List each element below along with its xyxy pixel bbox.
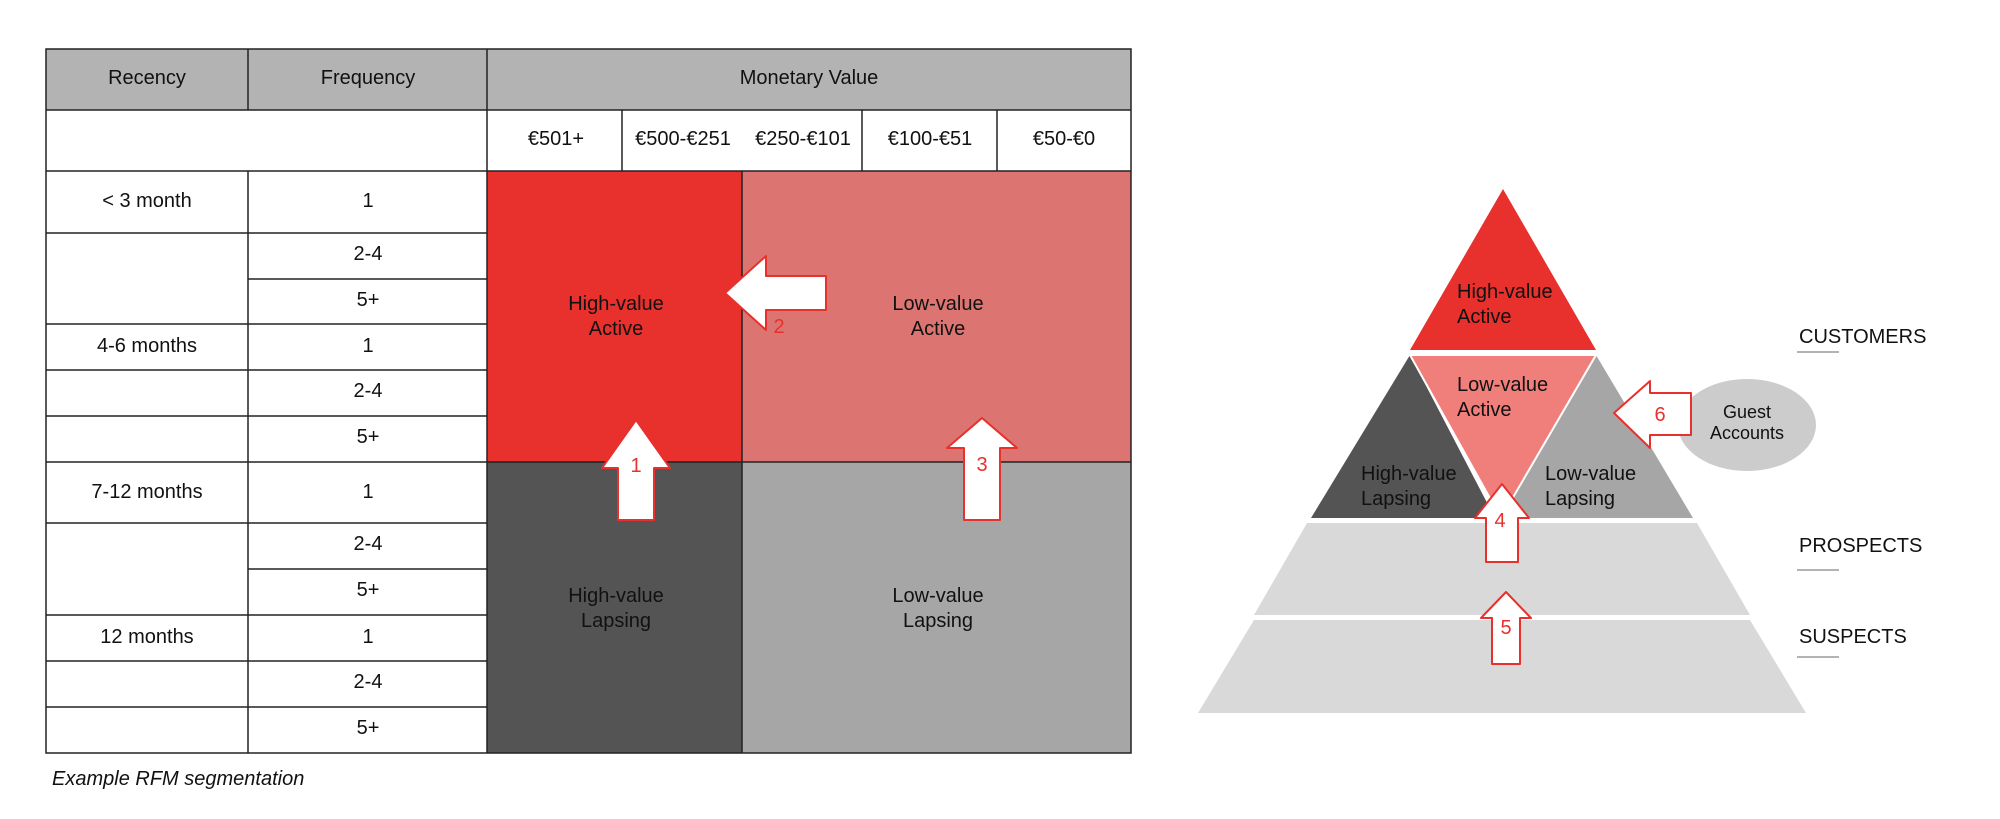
frequency-label: 1 xyxy=(362,481,373,503)
tier-label-prospects: PROSPECTS xyxy=(1799,535,1922,557)
high-value-active-block xyxy=(487,171,742,462)
recency-label: < 3 month xyxy=(102,190,192,212)
frequency-label: 2-4 xyxy=(354,243,383,265)
up-arrow-icon xyxy=(1480,591,1532,665)
frequency-label: 1 xyxy=(362,190,373,212)
frequency-label: 1 xyxy=(362,626,373,648)
pyramid-top-line2: Active xyxy=(1457,306,1511,328)
up-arrow-icon xyxy=(1474,483,1530,563)
arrow-number: 1 xyxy=(630,455,641,477)
frequency-label: 1 xyxy=(362,335,373,357)
arrow-number: 2 xyxy=(773,316,784,338)
recency-label: 12 months xyxy=(100,626,193,648)
frequency-labels: 1 2-4 5+ 1 2-4 5+ 1 2-4 5+ 1 2-4 5+ xyxy=(354,190,383,739)
monetary-bucket-5: €50-€0 xyxy=(1033,128,1095,150)
low-value-lapsing-line1: Low-value xyxy=(892,585,983,607)
table-grid xyxy=(45,48,1132,754)
arrow-number: 6 xyxy=(1654,404,1665,426)
recency-label: 7-12 months xyxy=(91,481,202,503)
pyramid-top-line1: High-value xyxy=(1457,281,1553,303)
frequency-label: 2-4 xyxy=(354,533,383,555)
suspects-tier xyxy=(1198,620,1806,713)
up-arrow-icon xyxy=(601,419,671,521)
guest-accounts-line2: Accounts xyxy=(1710,423,1784,443)
pyramid-middle-line1: Low-value xyxy=(1457,374,1548,396)
tier-label-suspects: SUSPECTS xyxy=(1799,626,1907,648)
low-value-active-line2: Active xyxy=(911,318,965,340)
monetary-bucket-1: €501+ xyxy=(528,128,584,150)
table-header-row: Recency Frequency Monetary Value xyxy=(46,49,1131,110)
arrow-number: 3 xyxy=(976,454,987,476)
high-value-active-triangle xyxy=(1410,189,1596,350)
left-arrow-icon xyxy=(724,255,827,331)
low-value-lapsing-triangle xyxy=(1501,355,1693,518)
high-value-lapsing-line2: Lapsing xyxy=(581,610,651,632)
guest-accounts-bubble xyxy=(1678,379,1816,471)
pyramid-left-line2: Lapsing xyxy=(1361,488,1431,510)
header-background xyxy=(46,49,1131,110)
table-border xyxy=(45,48,1132,754)
high-value-lapsing-line1: High-value xyxy=(568,585,664,607)
frequency-header: Frequency xyxy=(321,67,416,89)
pyramid-right-line2: Lapsing xyxy=(1545,488,1615,510)
frequency-label: 5+ xyxy=(357,426,380,448)
high-value-active-line1: High-value xyxy=(568,293,664,315)
arrow-number: 5 xyxy=(1500,617,1511,639)
recency-header: Recency xyxy=(108,67,186,89)
monetary-bucket-4: €100-€51 xyxy=(888,128,973,150)
tier-labels: CUSTOMERS PROSPECTS SUSPECTS xyxy=(1797,326,1926,658)
prospects-tier xyxy=(1254,523,1750,615)
monetary-bucket-2: €500-€251 xyxy=(635,128,731,150)
low-value-lapsing-line2: Lapsing xyxy=(903,610,973,632)
recency-labels: < 3 month 4-6 months 7-12 months 12 mont… xyxy=(91,190,202,648)
arrow-3: 3 xyxy=(946,417,1018,521)
tier-label-customers: CUSTOMERS xyxy=(1799,326,1926,348)
pyramid-right-line1: Low-value xyxy=(1545,463,1636,485)
pyramid: Guest Accounts High-value Active Low-val… xyxy=(1198,189,1816,713)
pyramid-middle-line2: Active xyxy=(1457,399,1511,421)
low-value-active-line1: Low-value xyxy=(892,293,983,315)
frequency-label: 2-4 xyxy=(354,671,383,693)
high-value-lapsing-block xyxy=(487,462,742,753)
figure-caption: Example RFM segmentation xyxy=(52,768,305,790)
arrow-1: 1 xyxy=(601,419,671,521)
monetary-value-header: Monetary Value xyxy=(740,67,879,89)
low-value-active-triangle xyxy=(1408,354,1598,521)
left-arrow-icon xyxy=(1613,380,1692,449)
frequency-label: 5+ xyxy=(357,579,380,601)
high-value-active-line2: Active xyxy=(589,318,643,340)
monetary-bucket-row: €501+ €500-€251 €250-€101 €100-€51 €50-€… xyxy=(528,128,1095,150)
frequency-label: 5+ xyxy=(357,289,380,311)
arrow-2: 2 xyxy=(724,255,827,338)
guest-accounts-line1: Guest xyxy=(1723,402,1771,422)
pyramid-left-line1: High-value xyxy=(1361,463,1457,485)
high-value-lapsing-triangle xyxy=(1311,355,1495,518)
low-value-active-block xyxy=(742,171,1131,462)
monetary-bucket-3: €250-€101 xyxy=(755,128,851,150)
frequency-label: 5+ xyxy=(357,717,380,739)
segment-labels: High-value Active Low-value Active High-… xyxy=(568,293,983,632)
arrow-number: 4 xyxy=(1494,510,1505,532)
up-arrow-icon xyxy=(946,417,1018,521)
low-value-lapsing-block xyxy=(742,462,1131,753)
recency-label: 4-6 months xyxy=(97,335,197,357)
frequency-label: 2-4 xyxy=(354,380,383,402)
